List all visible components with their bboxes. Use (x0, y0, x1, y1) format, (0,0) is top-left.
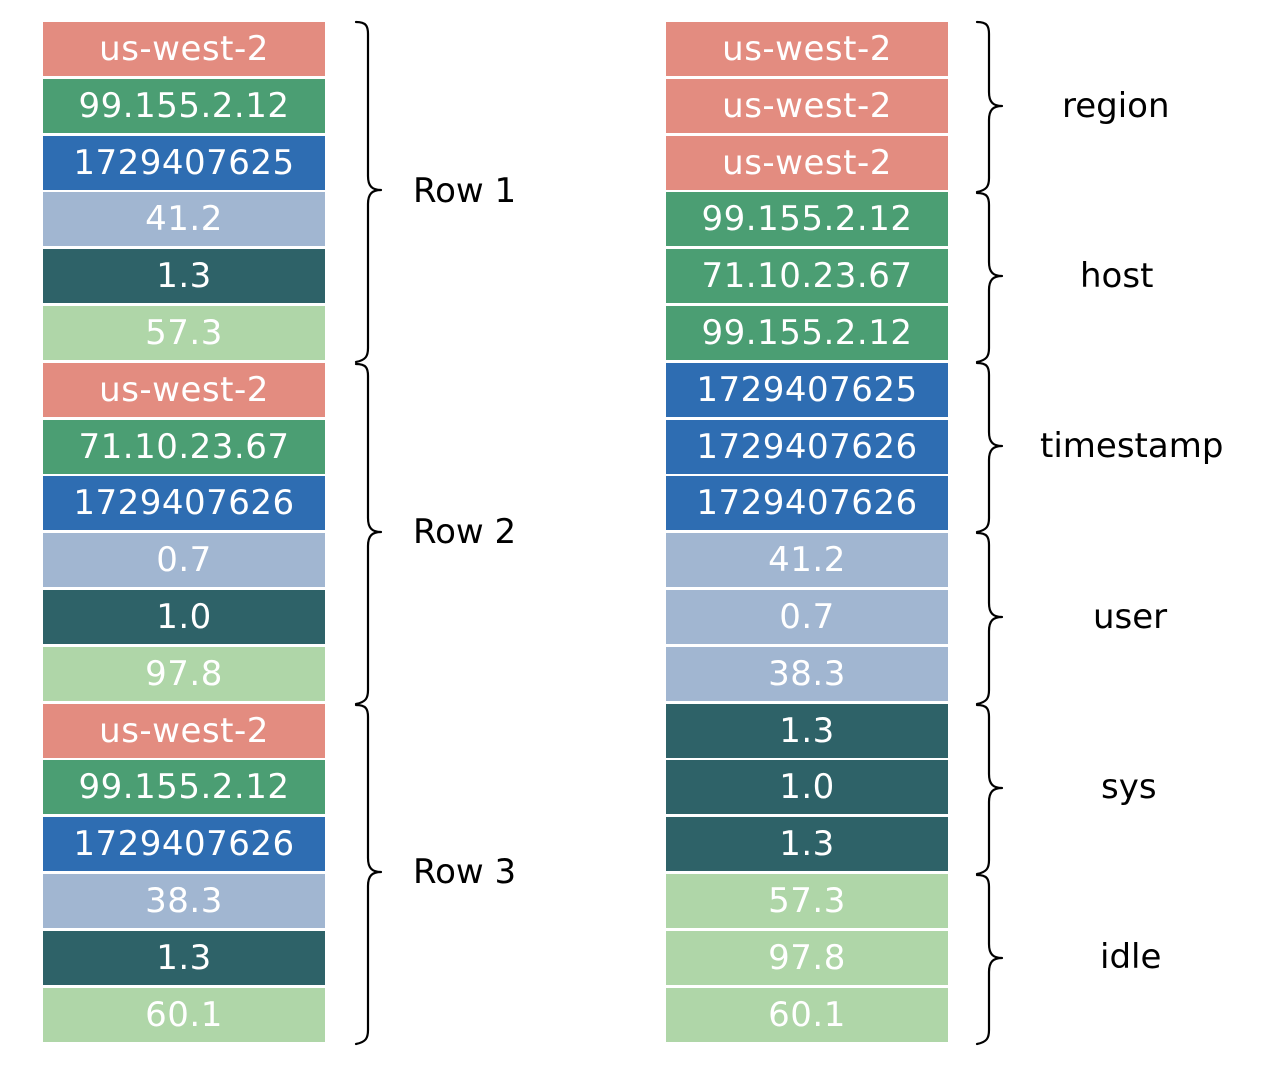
cell-row1-idle: 57.3 (43, 305, 325, 360)
cell-row3-host: 99.155.2.12 (43, 760, 325, 815)
row-1-brace (354, 20, 383, 364)
sys-brace (975, 703, 1004, 876)
cell-row2-host: 71.10.23.67 (43, 419, 325, 474)
cell-row3-sys: 1.3 (43, 930, 325, 985)
cell-row2-timestamp: 1729407626 (43, 476, 325, 531)
cell-row3-region: us-west-2 (43, 703, 325, 758)
cell-timestamp-2: 1729407626 (666, 419, 948, 474)
cell-row2-user: 0.7 (43, 533, 325, 588)
cell-user-2: 0.7 (666, 589, 948, 644)
region-brace (975, 20, 1004, 194)
cell-idle-1: 57.3 (666, 873, 948, 928)
user-label: user (1093, 597, 1168, 637)
cell-host-3: 99.155.2.12 (666, 305, 948, 360)
cell-sys-2: 1.0 (666, 760, 948, 815)
cell-row2-region: us-west-2 (43, 362, 325, 417)
cell-host-1: 99.155.2.12 (666, 192, 948, 247)
cell-row1-host: 99.155.2.12 (43, 78, 325, 133)
host-brace (975, 191, 1004, 364)
timestamp-label: timestamp (1040, 426, 1224, 466)
region-label: region (1062, 86, 1170, 126)
cell-row3-user: 38.3 (43, 873, 325, 928)
cell-sys-3: 1.3 (666, 817, 948, 872)
cell-row2-sys: 1.0 (43, 589, 325, 644)
row-3-brace (354, 703, 383, 1046)
cell-row3-timestamp: 1729407626 (43, 817, 325, 872)
cell-region-3: us-west-2 (666, 135, 948, 190)
row-1-label: Row 1 (413, 171, 517, 211)
cell-sys-1: 1.3 (666, 703, 948, 758)
cell-region-1: us-west-2 (666, 22, 948, 76)
cell-user-3: 38.3 (666, 646, 948, 701)
cell-region-2: us-west-2 (666, 78, 948, 133)
cell-row1-user: 41.2 (43, 192, 325, 247)
cell-idle-2: 97.8 (666, 930, 948, 985)
idle-brace (975, 873, 1004, 1046)
row-2-label: Row 2 (413, 512, 517, 552)
cell-row1-sys: 1.3 (43, 249, 325, 304)
sys-label: sys (1101, 767, 1157, 807)
row-2-brace (354, 362, 383, 706)
cell-row1-region: us-west-2 (43, 22, 325, 76)
cell-timestamp-3: 1729407626 (666, 476, 948, 531)
cell-row3-idle: 60.1 (43, 987, 325, 1042)
user-brace (975, 531, 1004, 706)
timestamp-brace (975, 361, 1004, 534)
idle-label: idle (1100, 937, 1162, 977)
cell-idle-3: 60.1 (666, 987, 948, 1042)
cell-user-1: 41.2 (666, 533, 948, 588)
row-layout-stack: us-west-2 99.155.2.12 1729407625 41.2 1.… (43, 22, 325, 1044)
cell-timestamp-1: 1729407625 (666, 362, 948, 417)
cell-row2-idle: 97.8 (43, 646, 325, 701)
cell-row1-timestamp: 1729407625 (43, 135, 325, 190)
cell-host-2: 71.10.23.67 (666, 249, 948, 304)
host-label: host (1080, 256, 1154, 296)
row-3-label: Row 3 (413, 852, 517, 892)
column-layout-stack: us-west-2 us-west-2 us-west-2 99.155.2.1… (666, 22, 948, 1044)
